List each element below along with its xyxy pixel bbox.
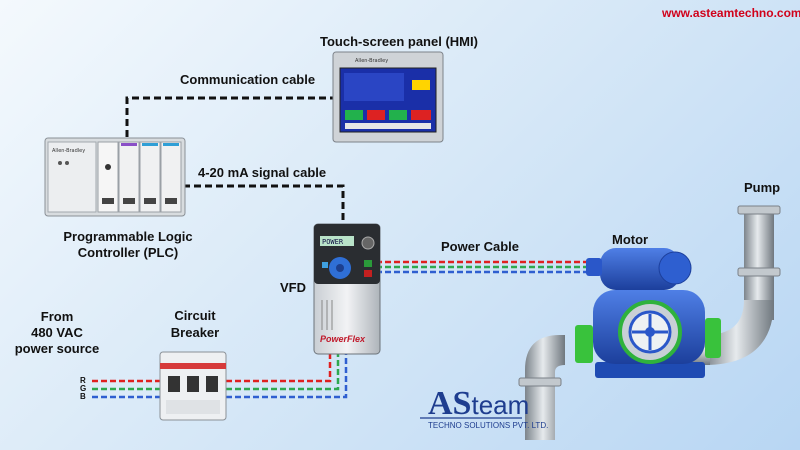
phase-label-r: R bbox=[80, 376, 86, 385]
plc-label-line2: Controller (PLC) bbox=[77, 245, 179, 260]
svg-text:Allen-Bradley: Allen-Bradley bbox=[355, 58, 388, 64]
svg-text:POWER: POWER bbox=[322, 238, 344, 246]
svg-text:PowerFlex: PowerFlex bbox=[320, 334, 366, 344]
circuit-breaker-device bbox=[159, 351, 227, 421]
plc-label-line1: Programmable Logic bbox=[63, 229, 193, 244]
logo-wordmark: ASteam bbox=[428, 385, 529, 423]
power-cable-breaker-to-vfd bbox=[226, 352, 348, 399]
logo-team: team bbox=[471, 390, 530, 420]
pump-label: Pump bbox=[744, 180, 781, 195]
vfd-label: VFD bbox=[280, 280, 306, 295]
logo-as: AS bbox=[428, 385, 472, 422]
circuit-breaker-label: Circuit Breaker bbox=[155, 307, 235, 341]
plc-device: Allen-Bradley bbox=[44, 137, 186, 217]
website-url[interactable]: www.asteamtechno.com bbox=[662, 6, 800, 20]
communication-cable bbox=[125, 96, 335, 137]
circuit-breaker-line1: Circuit bbox=[174, 308, 216, 323]
signal-cable bbox=[183, 184, 345, 226]
power-source-line1: From bbox=[40, 309, 74, 324]
circuit-breaker-line2: Breaker bbox=[170, 325, 220, 340]
signal-cable-label: 4-20 mA signal cable bbox=[198, 165, 327, 180]
power-source-line2: 480 VAC bbox=[31, 325, 83, 340]
power-source-line3: power source bbox=[14, 341, 100, 356]
communication-cable-label: Communication cable bbox=[180, 72, 316, 87]
power-cable-source-to-breaker bbox=[92, 379, 160, 399]
pump-motor-assembly bbox=[518, 205, 781, 440]
power-source-label: From 480 VAC power source bbox=[12, 309, 102, 357]
svg-text:Allen-Bradley: Allen-Bradley bbox=[52, 148, 85, 154]
vfd-device: POWER PowerFlex bbox=[313, 223, 381, 355]
hmi-label: Touch-screen panel (HMI) bbox=[320, 34, 478, 49]
phase-label-b: B bbox=[80, 392, 86, 401]
phase-label-g: G bbox=[80, 384, 87, 393]
logo-tagline: TECHNO SOLUTIONS PVT. LTD. bbox=[428, 421, 549, 430]
hmi-device: Allen-Bradley bbox=[332, 51, 444, 143]
motor-label: Motor bbox=[612, 232, 649, 247]
power-cable-label: Power Cable bbox=[441, 239, 520, 254]
power-cable-vfd-to-motor bbox=[376, 260, 600, 274]
plc-label: Programmable Logic Controller (PLC) bbox=[48, 229, 208, 261]
